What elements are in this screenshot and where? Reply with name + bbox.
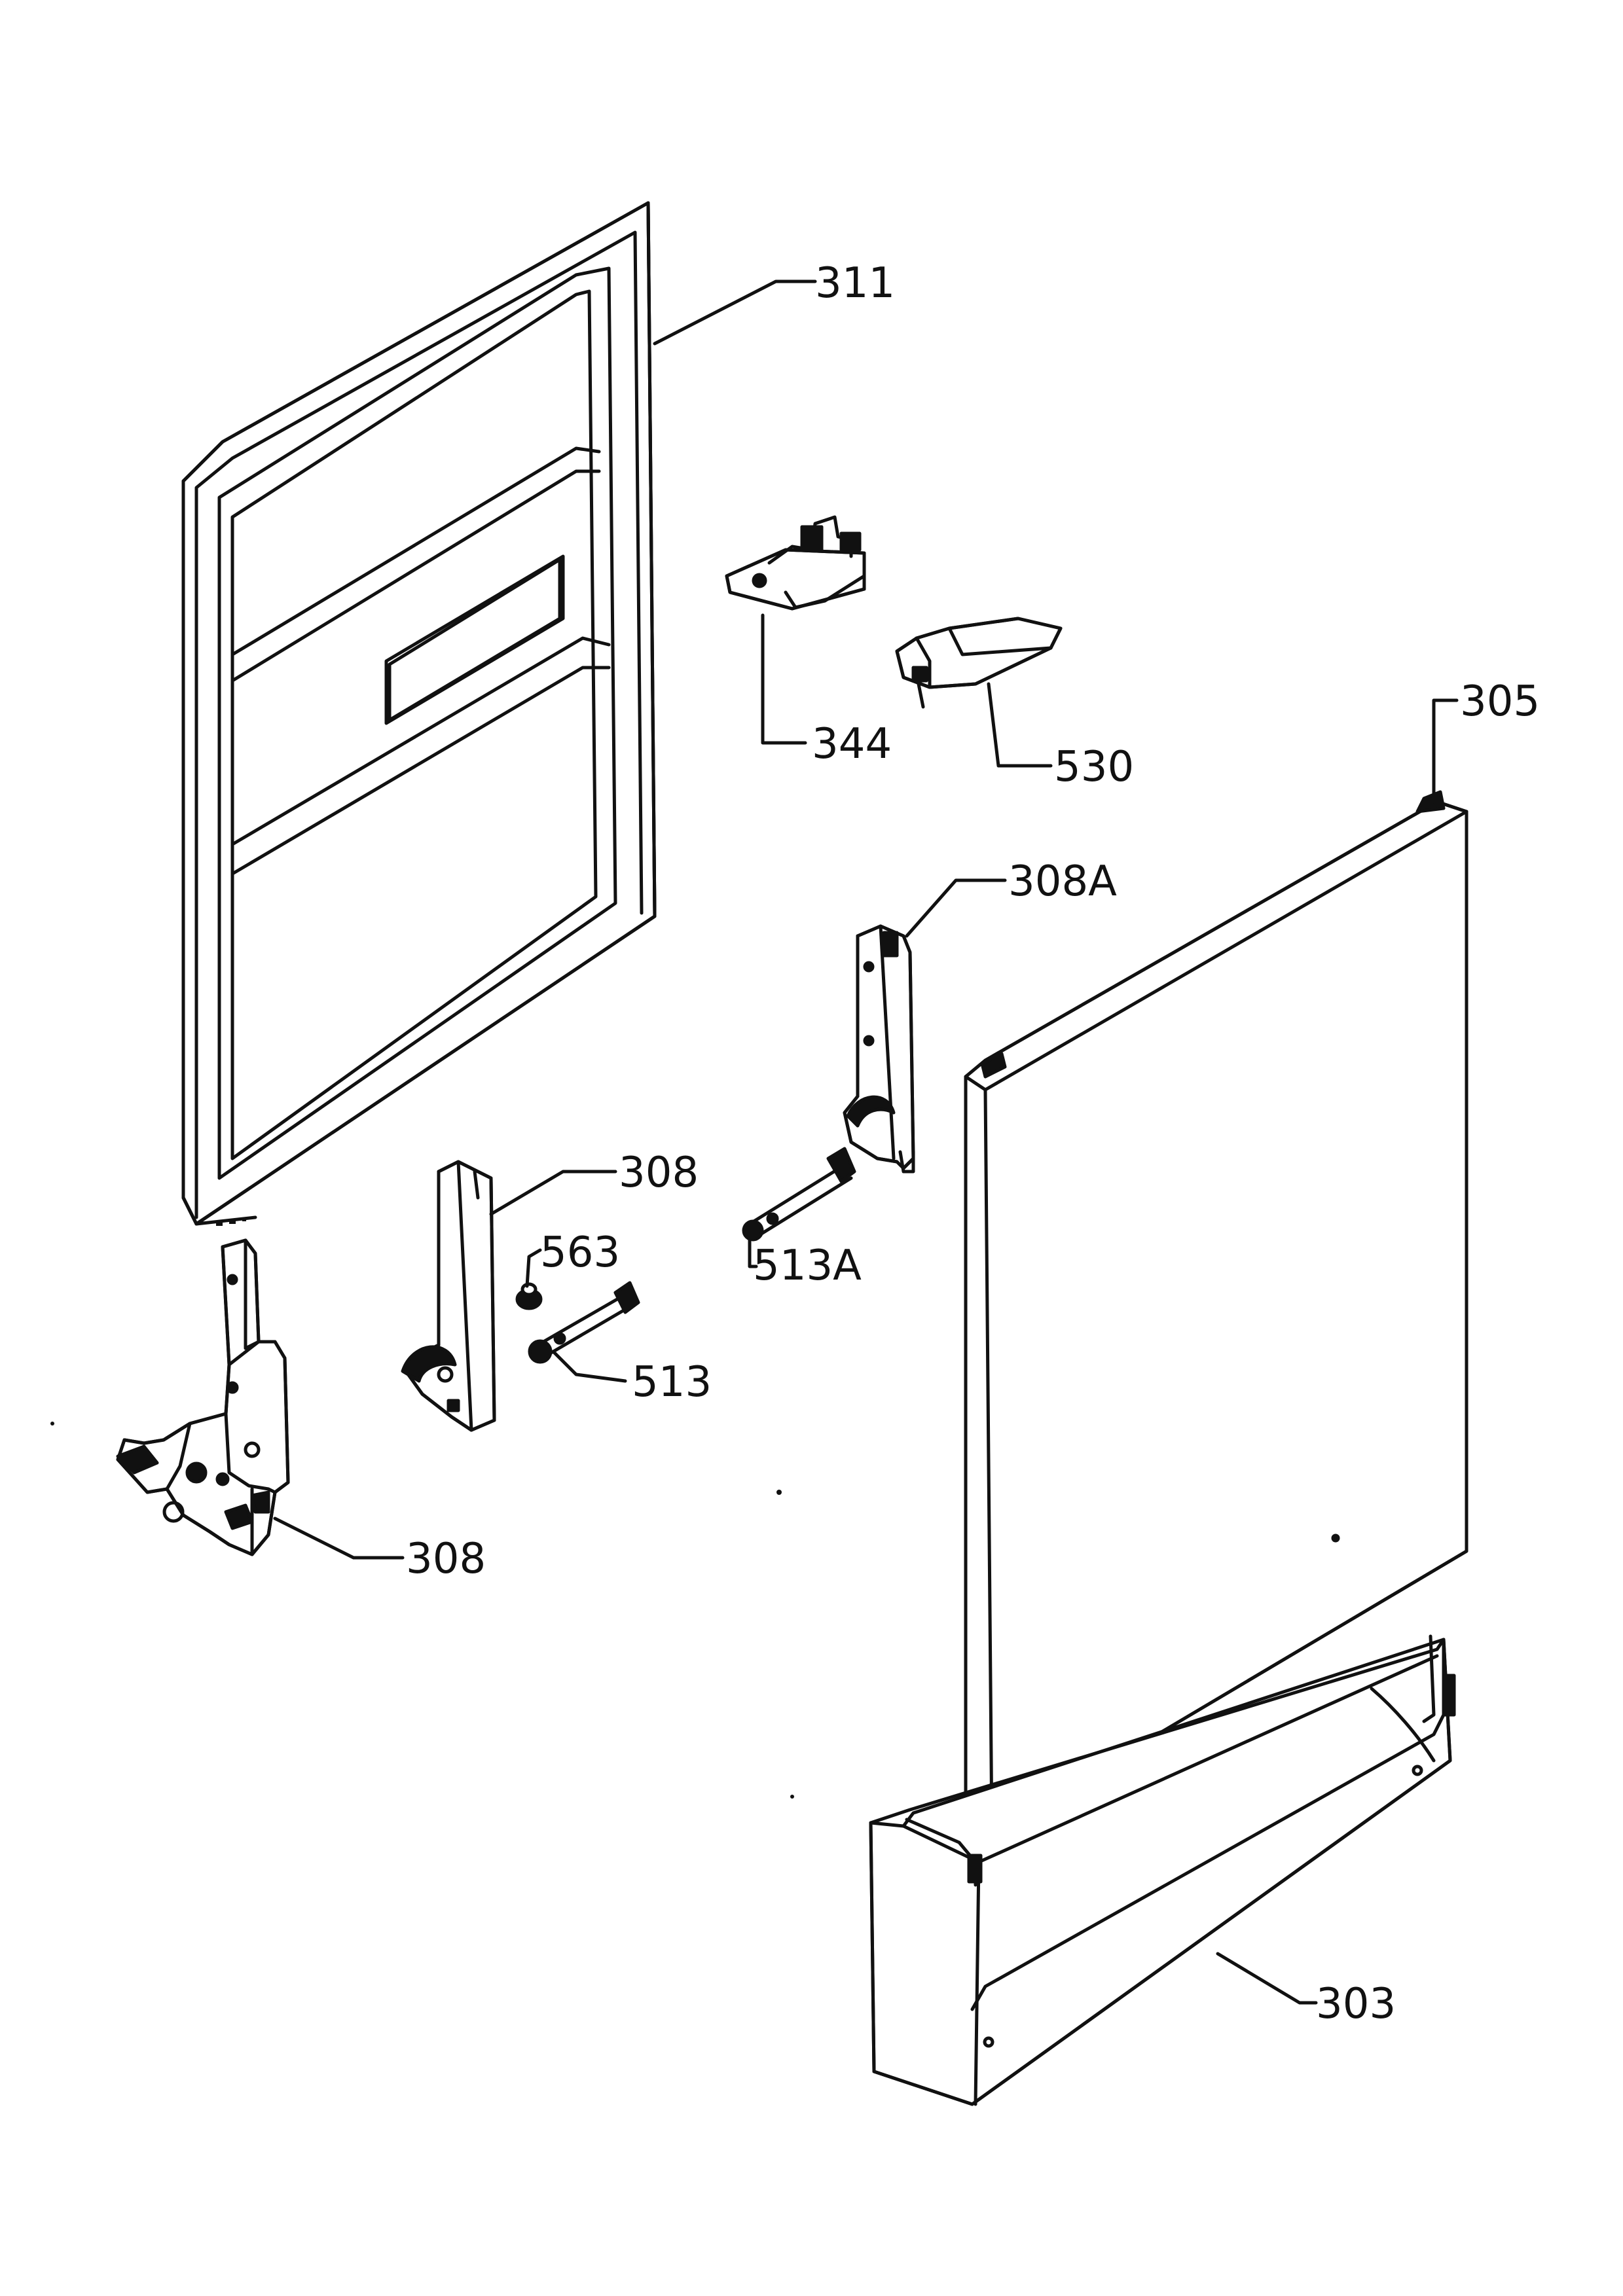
callout-513: 513 (632, 1358, 712, 1407)
leader-344 (761, 613, 807, 745)
hinge-bracket-308-upper (401, 1160, 496, 1432)
callout-303: 303 (1316, 1980, 1396, 2028)
callout-563: 563 (540, 1229, 620, 1277)
leader-303 (1216, 1952, 1318, 2005)
leader-308a (905, 878, 1007, 938)
callout-530: 530 (1054, 743, 1134, 791)
speck (50, 1422, 54, 1426)
nut-563 (515, 1282, 543, 1310)
hinge-assembly-308-lower (116, 1238, 290, 1556)
panel-mark (216, 1217, 246, 1226)
callout-308-lower: 308 (406, 1535, 486, 1583)
callout-308a: 308A (1008, 857, 1117, 906)
leader-311 (653, 279, 817, 346)
leader-563 (525, 1248, 542, 1288)
leader-513a (748, 1238, 758, 1268)
hinge-pin-513a (742, 1147, 856, 1242)
callout-308-upper: 308 (619, 1149, 699, 1197)
leader-513 (551, 1350, 627, 1383)
hinge-pin-513 (528, 1281, 640, 1364)
leader-305 (1432, 698, 1459, 804)
callout-344: 344 (812, 720, 892, 768)
outer-door-panel-305 (964, 790, 1468, 1835)
latch-344 (725, 515, 866, 611)
hinge-bracket-308a (843, 924, 915, 1174)
kick-plate-303 (869, 1634, 1456, 2106)
speck (790, 1795, 794, 1799)
leader-530 (987, 682, 1053, 768)
callout-311: 311 (815, 259, 895, 308)
callout-513a: 513A (753, 1242, 862, 1290)
handle-530 (895, 617, 1063, 709)
speck (776, 1490, 782, 1495)
callout-305: 305 (1460, 677, 1540, 726)
leader-308-upper (489, 1170, 617, 1216)
inner-door-panel-311 (181, 201, 657, 1226)
leader-308-lower (273, 1516, 405, 1560)
